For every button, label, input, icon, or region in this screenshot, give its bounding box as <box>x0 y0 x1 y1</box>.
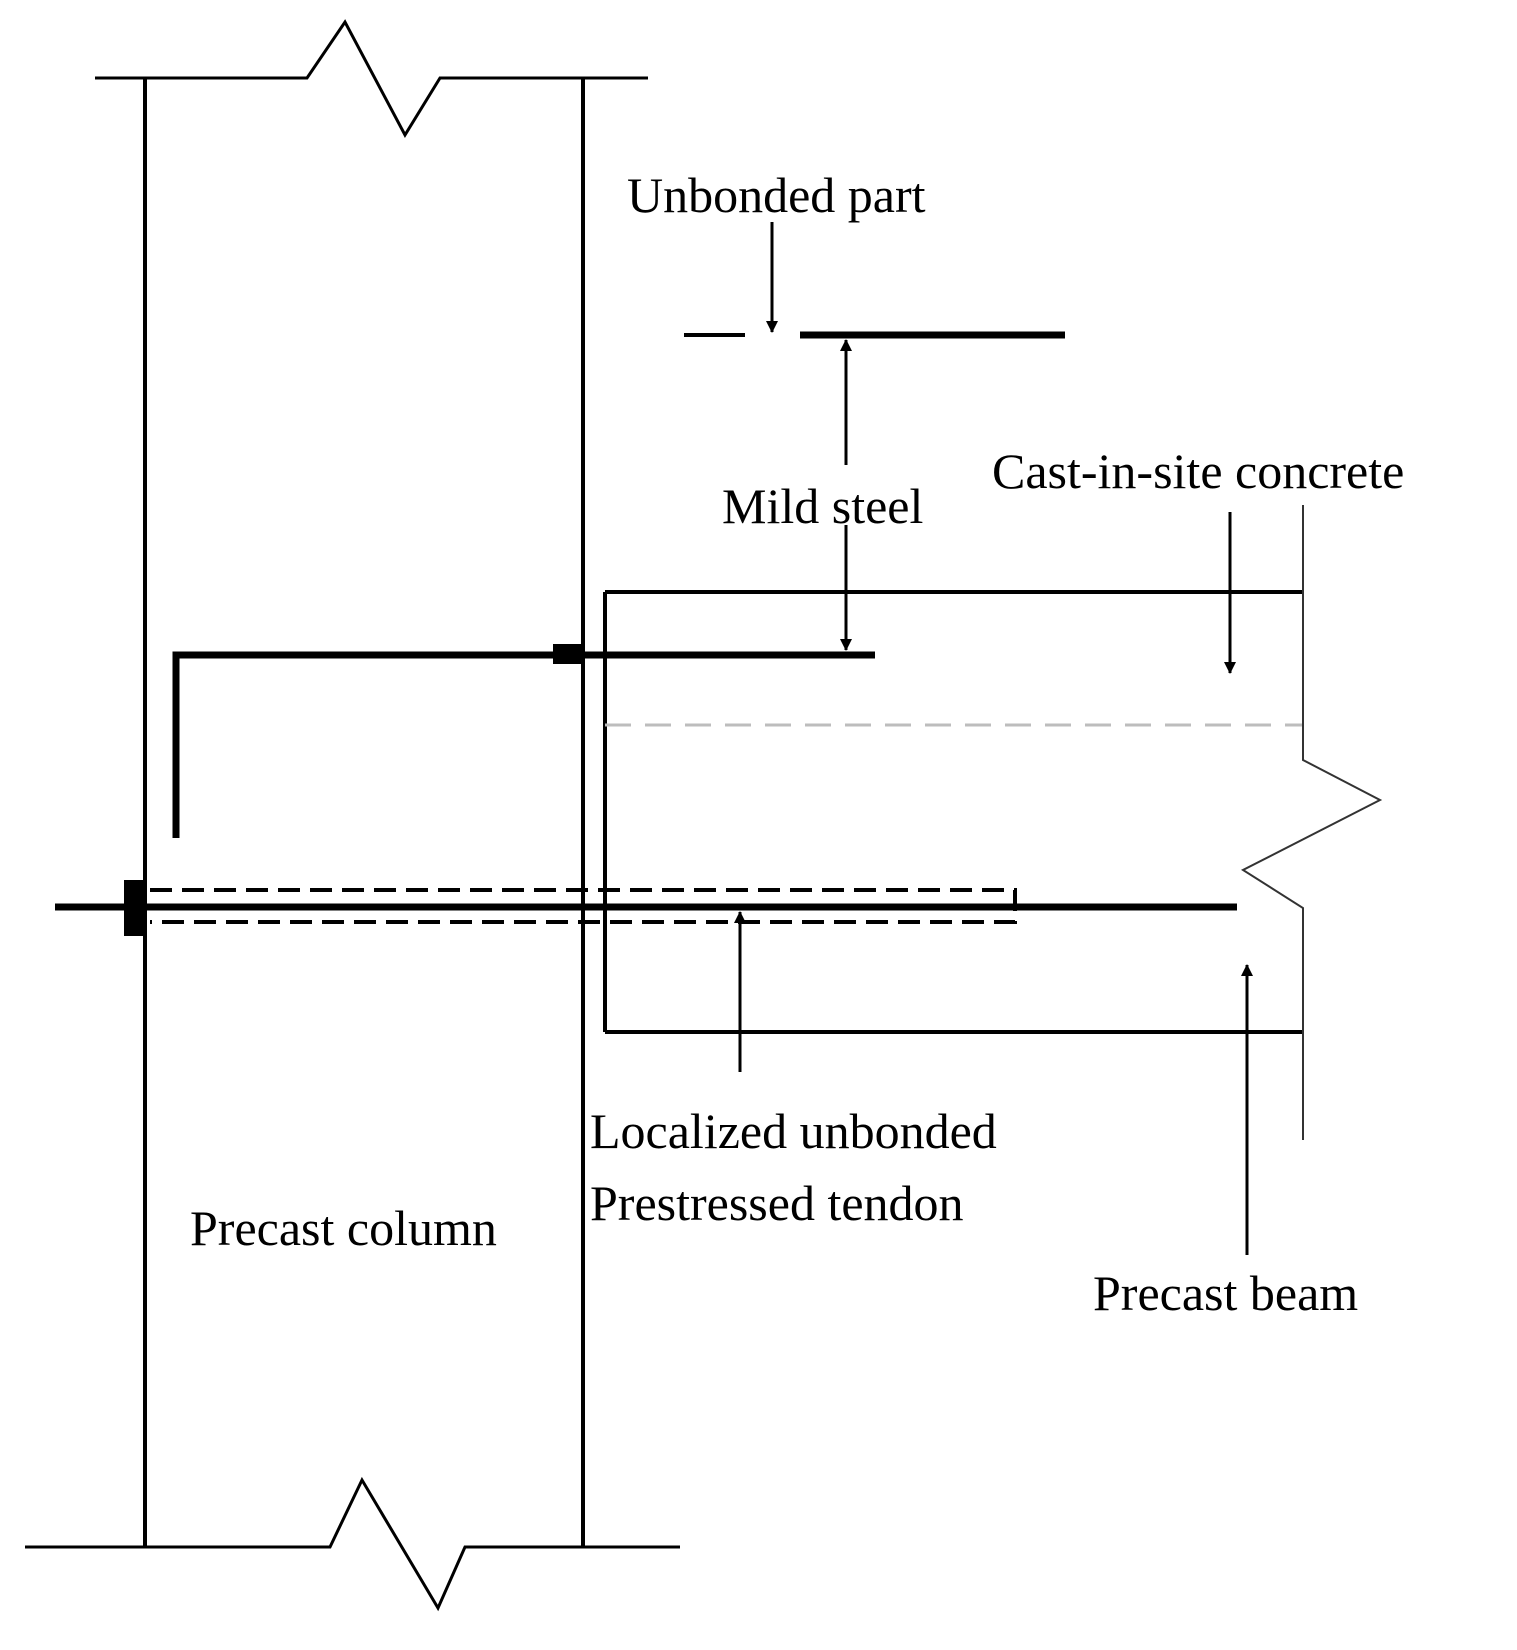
leader-arrows <box>734 222 1253 1255</box>
tendon-anchor <box>124 880 146 936</box>
prestressed-tendon-label: Prestressed tendon <box>590 1175 964 1231</box>
precast-column <box>25 19 680 1612</box>
column-top-break-line <box>95 19 648 139</box>
beam-break-line <box>1240 505 1383 1140</box>
prestressed-tendon <box>55 880 1237 936</box>
mild-steel-label: Mild steel <box>722 478 923 534</box>
mild-steel-bar <box>172 644 875 838</box>
precast-beam <box>603 505 1383 1140</box>
mild-steel-coupler <box>553 644 581 664</box>
unbonded-sleeve <box>150 888 1017 924</box>
cast-in-site-label: Cast-in-site concrete <box>992 443 1404 499</box>
precast-column-label: Precast column <box>190 1200 497 1256</box>
localized-unbonded-label: Localized unbonded <box>590 1103 997 1159</box>
unbonded-part-label: Unbonded part <box>627 167 926 223</box>
column-bottom-break-line <box>25 1476 680 1612</box>
mild-steel-rebar <box>172 651 875 838</box>
precast-beam-label: Precast beam <box>1093 1265 1358 1321</box>
